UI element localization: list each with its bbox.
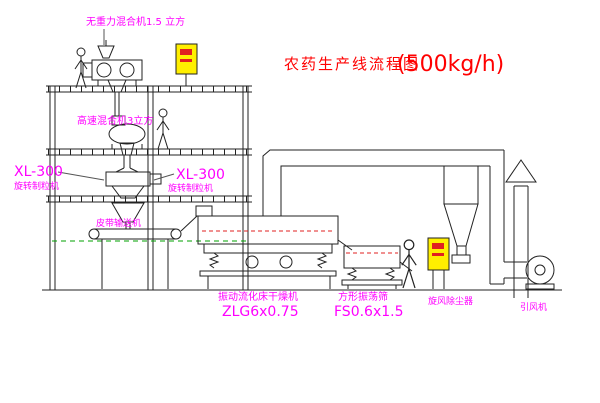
exhaust-stack: [505, 159, 537, 298]
rotary-granulator: [105, 167, 162, 199]
high-speed-mixer: [108, 115, 146, 168]
label-high-speed-mixer: 高速混合机3立方: [77, 114, 153, 127]
label-cyclone: 旋风除尘器: [428, 295, 473, 307]
label-sieve-model: FS0.6x1.5: [334, 304, 404, 320]
belt-conveyor: [88, 215, 198, 289]
worker-figure-mid: [156, 108, 170, 150]
label-top-mixer: 无重力混合机1.5 立方: [86, 15, 185, 28]
cabinet-indicator: [180, 49, 192, 55]
label-fan: 引风机: [520, 301, 547, 313]
cyclone-separator: [443, 165, 479, 264]
diagram-title: 农药生产线流程图: [284, 55, 420, 73]
label-granulator-left-name: 旋转制粒机: [14, 180, 59, 192]
cabinet-indicator: [432, 243, 444, 249]
zero-gravity-mixer: [82, 40, 143, 116]
label-dryer-name: 振动流化床干燥机: [218, 290, 298, 303]
control-cabinet-top: [175, 43, 198, 87]
surge-hopper: [111, 202, 145, 229]
label-granulator-left-model: XL-300: [14, 164, 63, 180]
label-sieve-name: 方形振荡筛: [338, 290, 388, 303]
worker-figure-top: [74, 47, 88, 89]
worker-figure-right: [401, 239, 417, 289]
label-granulator-right-name: 旋转制粒机: [168, 182, 213, 194]
diagram-capacity: (500kg/h): [397, 52, 504, 77]
exhaust-duct: [262, 149, 527, 285]
label-granulator-right-model: XL-300: [176, 167, 225, 183]
label-belt-conveyor: 皮带输送机: [96, 217, 141, 229]
label-dryer-model: ZLG6x0.75: [222, 304, 299, 320]
leader-lines: [57, 29, 175, 181]
square-sieve: [341, 245, 413, 289]
fluid-bed-dryer: [195, 205, 353, 289]
induced-draft-fan: [525, 255, 555, 290]
platform-structure: [46, 85, 252, 290]
control-cabinet-right: [427, 237, 450, 289]
